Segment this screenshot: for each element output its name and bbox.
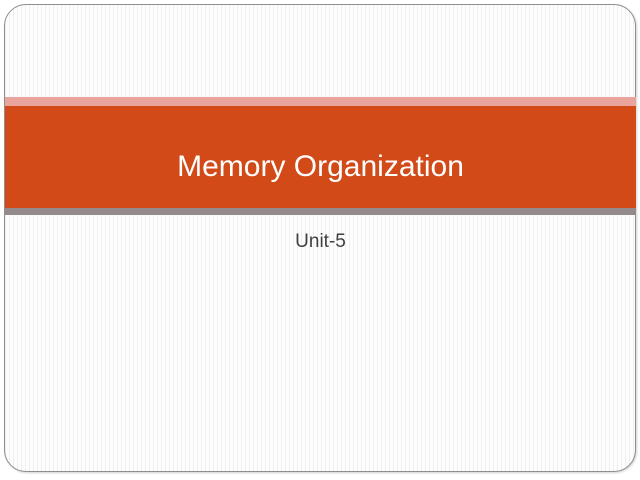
title-band-bottom-stripe — [5, 208, 636, 215]
slide-subtitle: Unit-5 — [295, 231, 346, 252]
slide-title: Memory Organization — [177, 150, 464, 183]
title-band-top-stripe — [5, 97, 636, 106]
slide-frame — [4, 4, 636, 472]
title-band — [5, 106, 636, 208]
